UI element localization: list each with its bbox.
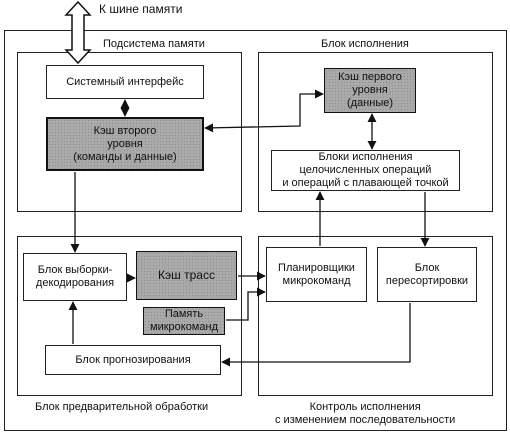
microcode-rom-block: Память микрокоманд [143,307,225,335]
trace-cache-label: Кэш трасс [158,268,215,282]
reorder-label: Блок пересортировки [385,261,469,287]
exec-units-label: Блоки исполнения целочисленных операций … [282,151,449,189]
schedulers-label: Планировщики микрокоманд [278,261,355,287]
system-interface-label: Системный интерфейс [66,75,184,88]
system-interface-block: Системный интерфейс [46,65,204,99]
branch-predict-label: Блок прогнозирования [75,353,191,366]
trace-cache-block: Кэш трасс [136,251,237,300]
ooo-control-title: Контроль исполнения с изменением последо… [275,401,456,426]
l2-cache-block: Кэш второго уровня (команды и данные) [46,117,204,171]
rom-sched-arrow [226,287,266,321]
l1-cache-block: Кэш первого уровня (данные) [324,68,416,113]
l2-cache-label: Кэш второго уровня (команды и данные) [73,124,177,163]
frontend-group [17,236,242,396]
frontend-title: Блок предварительной обработки [35,401,209,413]
execution-unit-title: Блок исполнения [321,38,409,50]
exec-units-block: Блоки исполнения целочисленных операций … [271,150,460,191]
reorder-block: Блок пересортировки [377,247,477,302]
ooo-control-group [258,236,493,396]
schedulers-block: Планировщики микрокоманд [266,247,367,302]
memory-subsystem-title: Подсистема памяти [103,38,205,50]
branch-predict-block: Блок прогнозирования [45,345,221,375]
bus-label: К шине памяти [99,2,183,16]
microcode-rom-label: Память микрокоманд [150,308,218,333]
l1-cache-label: Кэш первого уровня (данные) [338,71,402,109]
outer-frame [4,30,507,431]
memory-bus-arrow [64,0,92,65]
fetch-decode-label: Блок выборки- декодирования [35,264,115,289]
l2-l1-arrow [204,89,324,133]
fetch-decode-block: Блок выборки- декодирования [23,253,127,301]
reorder-predict-arrow [221,303,411,367]
